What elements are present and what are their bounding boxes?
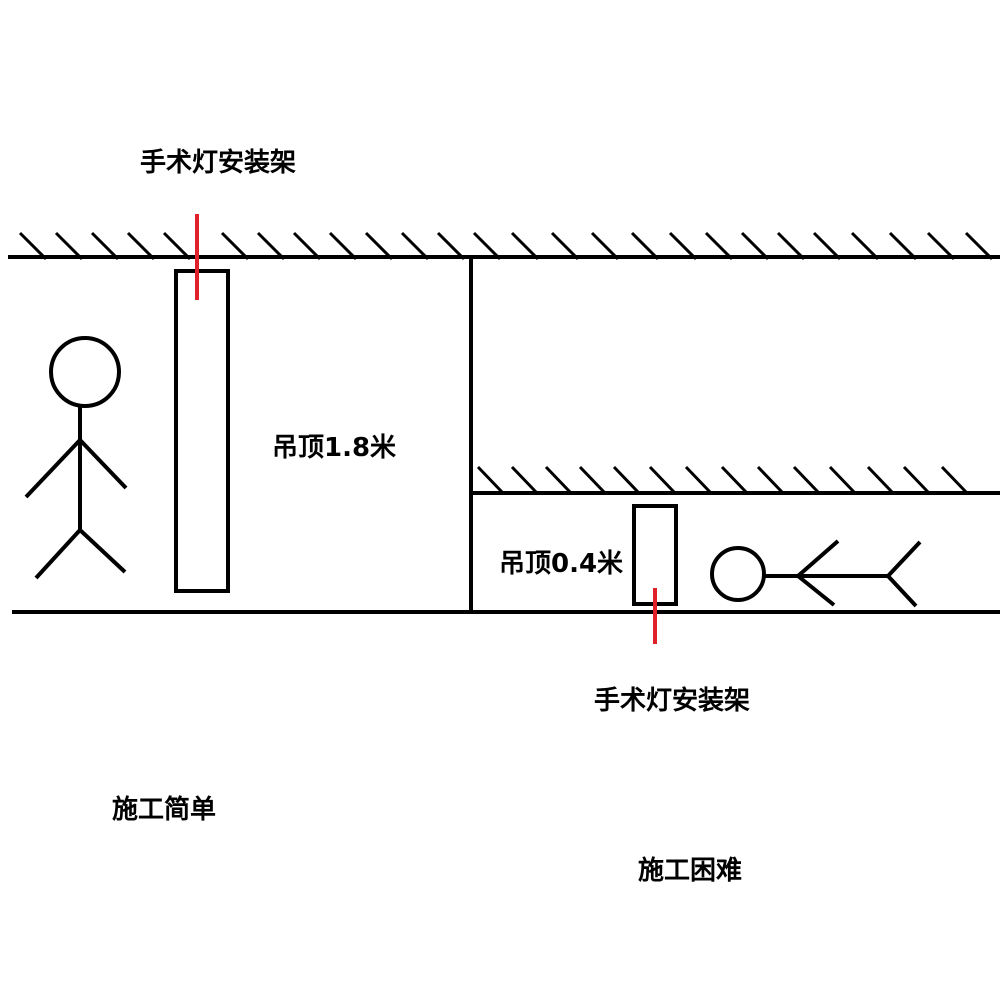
bracket-label-top: 手术灯安装架 — [140, 148, 297, 178]
bracket-label-bottom: 手术灯安装架 — [594, 686, 751, 716]
lying-person-icon — [710, 539, 922, 608]
tall-bracket-rect — [174, 269, 230, 593]
ceiling-low-label: 吊顶0.4米 — [499, 549, 624, 579]
construction-easy-label: 施工简单 — [112, 795, 217, 825]
standing-person-icon — [24, 336, 128, 580]
construction-hard-label: 施工困难 — [638, 856, 743, 886]
top-slab-hatching — [18, 231, 994, 261]
ceiling-high-label: 吊顶1.8米 — [272, 433, 397, 463]
lower-slab-hatching — [476, 465, 968, 494]
